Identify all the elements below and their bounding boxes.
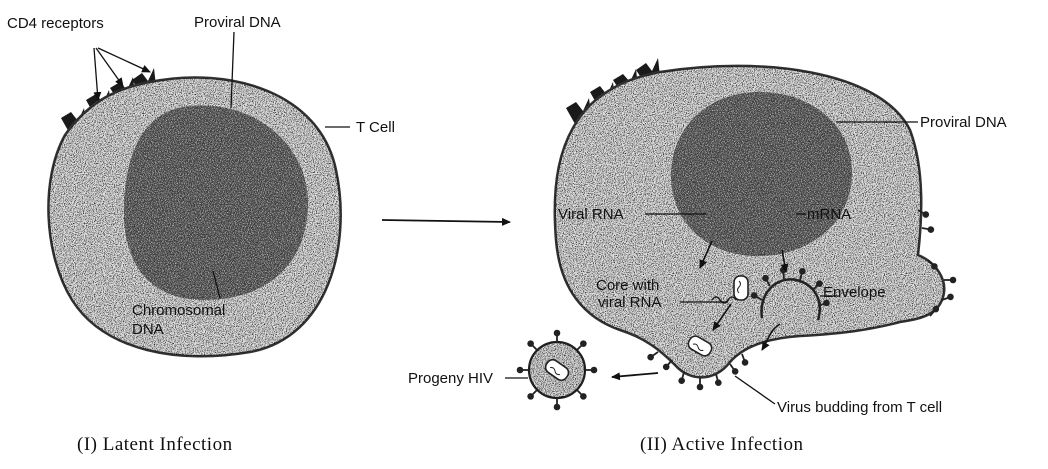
core-with-viral-rna-label-line2: viral RNA [598,294,661,311]
release-arrow [612,373,658,377]
viral-core-1 [734,276,748,300]
active-infection-caption: (II) Active Infection [640,434,803,455]
proviral-dna-label-active: Proviral DNA [920,114,1007,131]
cd4-receptors-label: CD4 receptors [7,15,104,32]
proviral-dna-label-latent: Proviral DNA [194,14,281,31]
latent-infection-panel: CD4 receptors Proviral DNA T Cell Chromo… [7,14,395,455]
mrna-label: mRNA [807,206,851,223]
viral-rna-label: Viral RNA [558,206,624,223]
progeny-hiv-virion [517,330,598,411]
chromosomal-dna-label-line2: DNA [132,321,164,338]
transition-arrow [382,220,510,222]
envelope-label: Envelope [823,284,886,301]
chromosomal-dna-label-line1: Chromosomal [132,302,225,319]
core-with-viral-rna-label-line1: Core with [596,277,659,294]
active-infection-panel: Proviral DNA Viral RNA mRNA Core with vi… [408,58,1007,455]
t-cell-label: T Cell [356,119,395,136]
progeny-hiv-label: Progeny HIV [408,370,493,387]
virus-budding-label: Virus budding from T cell [777,399,942,416]
latent-infection-caption: (I) Latent Infection [77,434,233,455]
